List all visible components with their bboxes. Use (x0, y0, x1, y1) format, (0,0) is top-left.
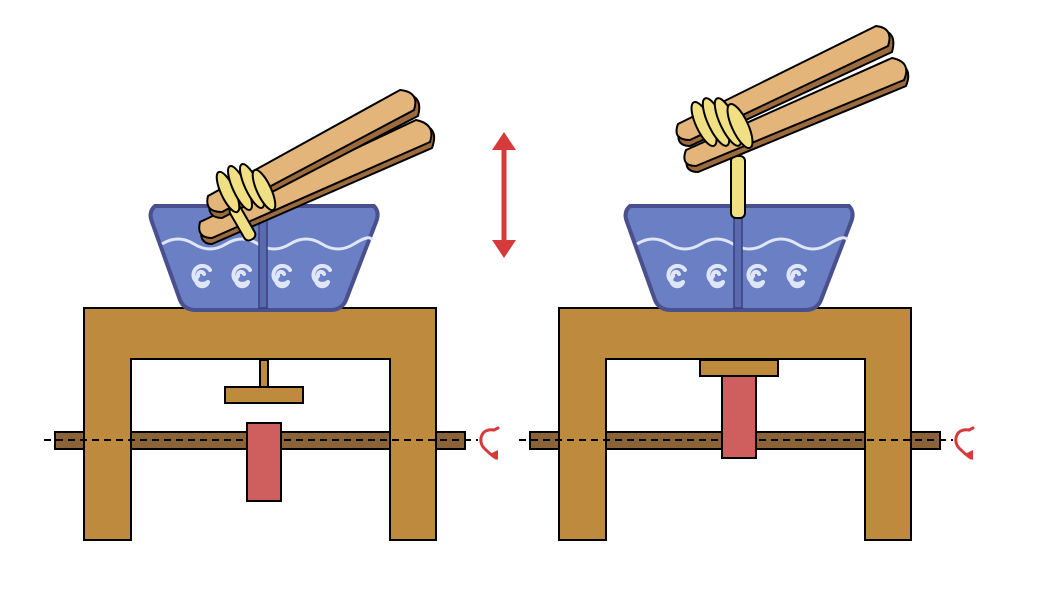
push-rod (258, 209, 268, 309)
noodle-bundle (690, 97, 754, 150)
follower-plate (699, 359, 779, 377)
table-frame (83, 307, 437, 541)
right-panel (519, 24, 975, 541)
left-panel (44, 88, 516, 541)
vertical-motion-arrow-icon (492, 132, 516, 258)
cam (721, 375, 757, 459)
rotation-icon (954, 426, 975, 462)
noodle-bundle (215, 163, 277, 242)
table-frame (558, 307, 912, 541)
follower-plate (224, 386, 304, 404)
chopsticks (675, 24, 910, 174)
noodle-strand (730, 155, 746, 219)
rotation-icon (479, 426, 500, 462)
follower-rod (259, 359, 269, 389)
push-rod (733, 209, 743, 309)
cam (246, 422, 282, 502)
